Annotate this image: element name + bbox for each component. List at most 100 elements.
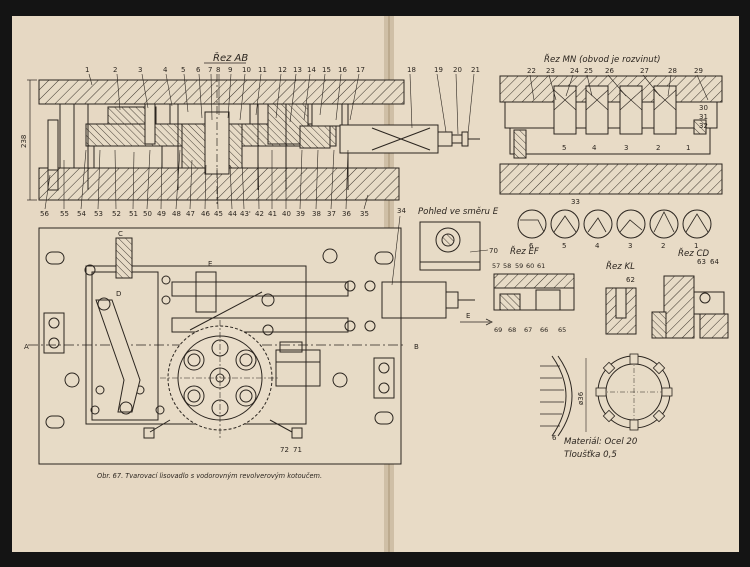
svg-text:28: 28	[668, 67, 677, 75]
svg-text:10: 10	[242, 66, 251, 74]
svg-text:18: 18	[407, 66, 416, 74]
svg-text:29: 29	[694, 67, 703, 75]
svg-text:58: 58	[503, 262, 511, 270]
svg-text:1: 1	[85, 66, 89, 74]
svg-text:4: 4	[592, 144, 597, 152]
svg-text:43': 43'	[240, 210, 251, 218]
svg-text:50: 50	[143, 210, 152, 218]
svg-text:56: 56	[40, 210, 49, 218]
svg-text:2: 2	[113, 66, 117, 74]
svg-text:41: 41	[268, 210, 277, 218]
svg-text:17: 17	[356, 66, 365, 74]
svg-text:21: 21	[471, 66, 480, 74]
svg-text:14: 14	[307, 66, 316, 74]
thickness-note: Tloušťka 0,5	[564, 449, 617, 460]
svg-text:69: 69	[494, 326, 502, 334]
svg-text:54: 54	[77, 210, 86, 218]
svg-text:44: 44	[228, 210, 237, 218]
svg-text:5: 5	[562, 144, 566, 152]
svg-text:8: 8	[216, 66, 220, 74]
figure-caption: Obr. 67. Tvarovací lisovadlo s vodorovný…	[97, 472, 322, 480]
section-ef-drawing: Řez EF 57 58 59 60 61 69 68 67 66 65 E	[460, 245, 575, 334]
svg-text:38: 38	[312, 210, 321, 218]
blank-part-drawing: ø36 6	[540, 353, 673, 442]
svg-text:19: 19	[434, 66, 443, 74]
svg-text:16: 16	[338, 66, 347, 74]
svg-text:3: 3	[628, 242, 632, 250]
callout-34: 34	[397, 207, 406, 215]
svg-text:C: C	[118, 230, 123, 238]
svg-text:30: 30	[699, 104, 708, 112]
svg-text:60: 60	[526, 262, 534, 270]
svg-text:6: 6	[196, 66, 201, 74]
svg-text:63: 63	[697, 258, 706, 266]
svg-text:5: 5	[181, 66, 185, 74]
svg-text:40: 40	[282, 210, 291, 218]
svg-text:13: 13	[293, 66, 302, 74]
material-note: Materiál: Ocel 20	[564, 437, 638, 447]
callout-33: 33	[571, 198, 580, 206]
callout-70: 70	[489, 247, 498, 255]
svg-text:51: 51	[129, 210, 138, 218]
svg-text:2: 2	[661, 242, 665, 250]
svg-text:11: 11	[258, 66, 267, 74]
bottom-callouts: 56 55 54 53 52 51 50 49 48 47 46 45 44 4…	[40, 210, 369, 218]
svg-text:59: 59	[515, 262, 523, 270]
svg-text:61: 61	[537, 262, 545, 270]
svg-text:45: 45	[214, 210, 223, 218]
svg-text:24: 24	[570, 67, 579, 75]
svg-text:57: 57	[492, 262, 500, 270]
view-e-drawing: Pohled ve směru E 70	[418, 206, 499, 271]
svg-text:15: 15	[322, 66, 331, 74]
svg-text:53: 53	[94, 210, 103, 218]
callout-62: 62	[626, 276, 635, 284]
svg-text:7: 7	[208, 66, 212, 74]
section-mn-title: Řez MN (obvod je rozvinut)	[544, 53, 660, 65]
diameter-dimension: ø36	[577, 391, 585, 405]
svg-text:22: 22	[527, 67, 536, 75]
svg-text:65: 65	[558, 326, 566, 334]
section-kl-drawing: Řez KL 62	[605, 260, 637, 335]
svg-text:1: 1	[686, 144, 690, 152]
svg-text:49: 49	[157, 210, 166, 218]
svg-text:55: 55	[60, 210, 69, 218]
svg-text:36: 36	[342, 210, 351, 218]
height-dimension: 238	[20, 135, 28, 148]
svg-text:25: 25	[584, 67, 593, 75]
svg-text:1: 1	[694, 242, 698, 250]
svg-text:37: 37	[327, 210, 336, 218]
svg-text:26: 26	[605, 67, 614, 75]
section-ab-title: Řez AB	[213, 51, 248, 64]
svg-text:3: 3	[138, 66, 142, 74]
svg-text:9: 9	[228, 66, 232, 74]
svg-text:E: E	[208, 260, 212, 268]
svg-text:67: 67	[524, 326, 532, 334]
section-mn-drawing: Řez MN (obvod je rozvinut) 22 23	[499, 53, 723, 206]
section-kl-title: Řez KL	[606, 260, 635, 272]
svg-text:A: A	[24, 343, 29, 351]
view-e-title: Pohled ve směru E	[418, 206, 499, 217]
svg-text:6: 6	[552, 434, 557, 442]
svg-text:20: 20	[453, 66, 462, 74]
svg-text:23: 23	[546, 67, 555, 75]
svg-text:39: 39	[296, 210, 305, 218]
svg-text:47: 47	[186, 210, 195, 218]
callout-71: 71	[293, 446, 302, 454]
svg-text:2: 2	[656, 144, 660, 152]
punch-profiles: 6 5 4 3 2 1	[517, 209, 712, 250]
svg-text:E: E	[466, 312, 470, 320]
svg-text:27: 27	[640, 67, 649, 75]
top-callouts: 1 2 3 4 5 6 7 8 9 10 11 12 13 14 15 16 1…	[85, 66, 480, 74]
svg-text:4: 4	[163, 66, 168, 74]
svg-text:4: 4	[595, 242, 600, 250]
svg-text:31: 31	[699, 113, 708, 121]
callout-72: 72	[280, 446, 289, 454]
section-cd-title: Řez CD	[678, 247, 710, 259]
plan-view-drawing: A B C D	[24, 207, 475, 465]
svg-text:42: 42	[255, 210, 264, 218]
svg-text:3: 3	[624, 144, 628, 152]
svg-text:64: 64	[710, 258, 719, 266]
svg-text:52: 52	[112, 210, 121, 218]
svg-text:35: 35	[360, 210, 369, 218]
